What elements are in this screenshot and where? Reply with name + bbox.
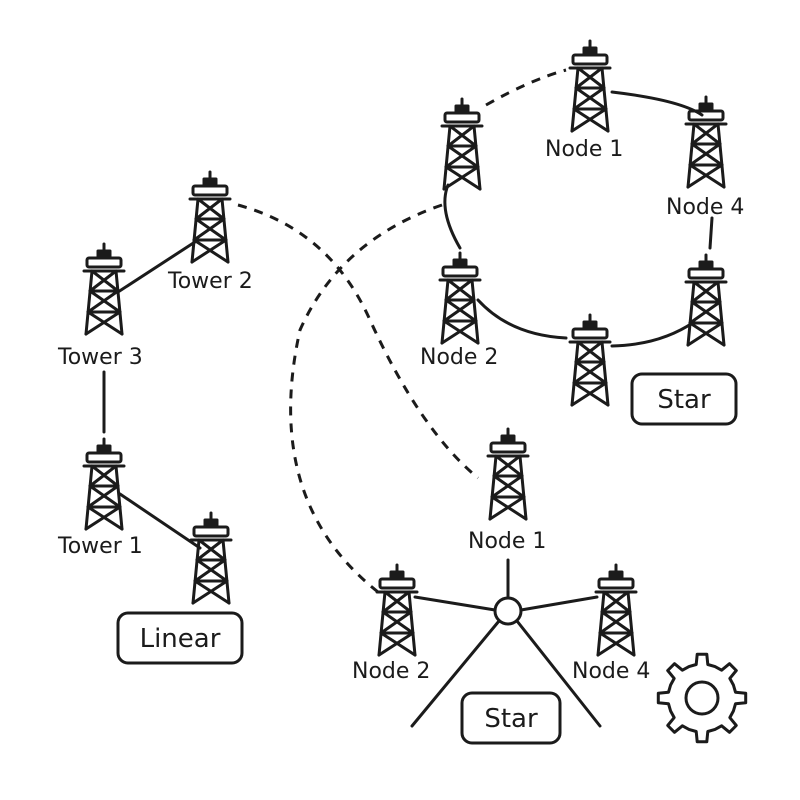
tower-icon[interactable] xyxy=(568,313,612,407)
linear-links xyxy=(102,238,202,550)
tower-icon[interactable] xyxy=(188,170,232,264)
linear-labels: Tower 2 Tower 3 Tower 1 xyxy=(57,269,253,559)
star-badge-label: Star xyxy=(484,704,538,734)
gear-icon[interactable] xyxy=(656,652,748,744)
star-labels: Node 1 Node 2 Node 4 xyxy=(352,529,650,684)
tower-icon[interactable] xyxy=(594,563,638,657)
tower-icon[interactable] xyxy=(375,563,419,657)
link-tower3-tower2 xyxy=(116,238,200,294)
linear-badge-label: Linear xyxy=(140,624,221,654)
ring-node2-label: Node 2 xyxy=(420,345,498,370)
star-links xyxy=(410,558,602,728)
tower-icon[interactable] xyxy=(684,253,728,347)
tower-icon[interactable] xyxy=(440,97,484,191)
tower2-label: Tower 2 xyxy=(167,269,253,294)
ring-labels: Node 1 Node 4 Node 2 xyxy=(420,137,744,370)
link-tower1-tower xyxy=(118,492,202,550)
tower-icon[interactable] xyxy=(486,427,530,521)
star-hub xyxy=(493,596,523,626)
star-leg-left xyxy=(410,619,501,728)
tower3-label: Tower 3 xyxy=(57,345,143,370)
star-node1-label: Node 1 xyxy=(468,529,546,554)
tower-icon[interactable] xyxy=(82,437,126,531)
tower-icon[interactable] xyxy=(684,95,728,189)
ring-dashed-link xyxy=(485,68,567,107)
ring-star-badge[interactable]: Star xyxy=(630,372,738,426)
star-badge[interactable]: Star xyxy=(460,691,562,745)
ring-link-node4-node xyxy=(708,216,714,250)
dashed-link-ring-star-node2 xyxy=(289,203,443,594)
star-node4-label: Node 4 xyxy=(572,659,650,684)
tower1-label: Tower 1 xyxy=(57,534,143,559)
star-node2-label: Node 2 xyxy=(352,659,430,684)
linear-badge[interactable]: Linear xyxy=(116,611,244,665)
tower-icon[interactable] xyxy=(82,242,126,336)
ring-link-node-bottom xyxy=(610,320,696,348)
tower-icon[interactable] xyxy=(568,39,612,133)
ring-link-bottom-node2 xyxy=(476,298,568,340)
dashed-link-tower2-star-node1 xyxy=(237,203,479,480)
cross-links xyxy=(237,203,479,594)
ring-star-badge-label: Star xyxy=(657,385,711,415)
star-spoke-node2 xyxy=(413,595,497,612)
ring-link-node2-top xyxy=(443,183,462,250)
star-spoke-node4 xyxy=(519,595,599,612)
tower-icon[interactable] xyxy=(438,251,482,345)
ring-node4-label: Node 4 xyxy=(666,195,744,220)
ring-node1-label: Node 1 xyxy=(545,137,623,162)
star-leg-right xyxy=(515,619,602,728)
tower-icon[interactable] xyxy=(189,511,233,605)
